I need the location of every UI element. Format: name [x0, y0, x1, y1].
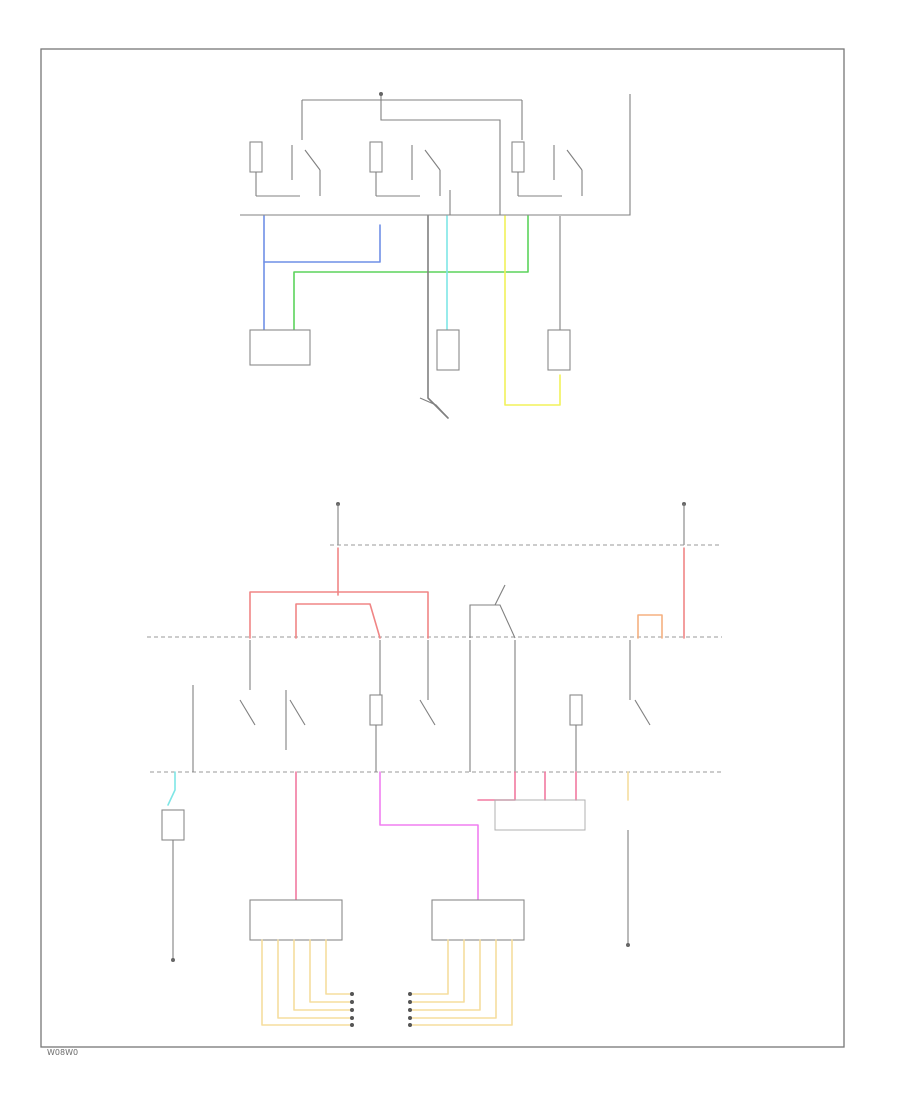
relay-3 — [511, 141, 583, 197]
relay-5 — [369, 640, 436, 772]
relay-2 — [369, 141, 441, 197]
relay-4 — [192, 640, 306, 772]
red-wire-branch — [295, 603, 381, 639]
actuator-2 — [547, 329, 571, 371]
top-module-box — [249, 329, 311, 366]
blue-wire — [263, 215, 381, 263]
bus-terminal-dots — [350, 992, 412, 1027]
top-ground-mark — [419, 397, 449, 419]
sensor-left — [161, 809, 185, 841]
relay-6 — [469, 640, 651, 772]
gray-splice-wire — [469, 604, 516, 639]
top-feed-node — [379, 92, 383, 96]
module-right — [431, 899, 525, 941]
yellow-wire — [504, 215, 561, 406]
tan-bus-left — [261, 939, 353, 1026]
module-left — [249, 899, 343, 941]
cyan-wire-bottom — [167, 771, 176, 806]
top-block-outline — [240, 94, 631, 216]
relay-1 — [249, 141, 321, 197]
red-wire-lower — [477, 771, 516, 801]
tan-bus-right — [409, 939, 513, 1026]
splice-pack-box — [494, 799, 586, 831]
green-wire — [293, 215, 529, 331]
actuator-1 — [436, 329, 460, 371]
top-internal-wire — [380, 108, 501, 215]
gray-wire — [427, 215, 449, 419]
top-section — [240, 92, 631, 419]
red-wire-bus — [249, 591, 429, 639]
magenta-wire — [379, 771, 479, 901]
bottom-section — [147, 502, 722, 1027]
orange-wire-loop — [637, 614, 663, 639]
footer-code: W08W0 — [47, 1048, 78, 1057]
diagram-frame — [40, 48, 845, 1048]
